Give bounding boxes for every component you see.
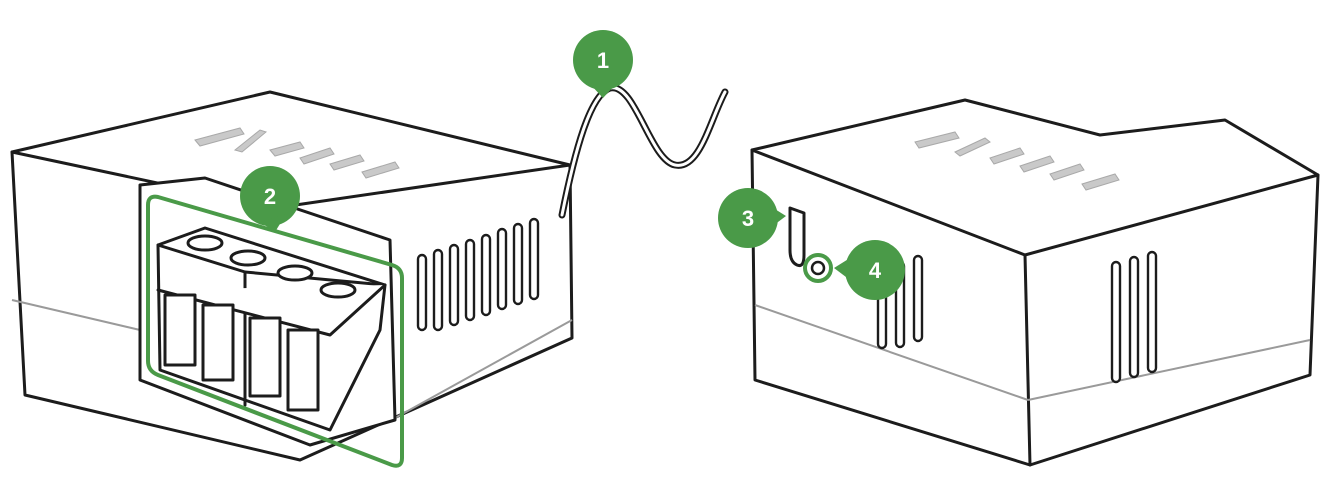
- left-device-front-band: [11, 299, 141, 331]
- antenna-wire: [558, 84, 729, 219]
- right-logo: [914, 131, 1120, 191]
- left-logo: [194, 127, 400, 179]
- callout-1-label: 1: [597, 48, 609, 73]
- left-side-vents: [416, 217, 540, 332]
- terminal-highlight-frame: [146, 194, 404, 468]
- right-device-band-left: [754, 304, 1029, 401]
- terminal-block: [156, 226, 387, 432]
- callout-2-label: 2: [264, 184, 276, 209]
- left-device-side-band: [394, 319, 573, 419]
- right-device-front-edge: [1023, 253, 1032, 467]
- led-indicator-icon: [810, 260, 826, 276]
- callout-2: 2: [240, 166, 300, 232]
- right-device: [750, 98, 1320, 467]
- callout-3-label: 3: [742, 206, 754, 231]
- callout-4-label: 4: [869, 258, 882, 283]
- left-device: [10, 84, 729, 468]
- right-right-vents: [1110, 250, 1158, 384]
- callout-1: 1: [573, 30, 633, 98]
- callout-3: 3: [718, 188, 786, 248]
- power-switch-slot: [788, 206, 806, 267]
- right-device-band-right: [1027, 339, 1311, 401]
- callout-4: 4: [834, 240, 905, 300]
